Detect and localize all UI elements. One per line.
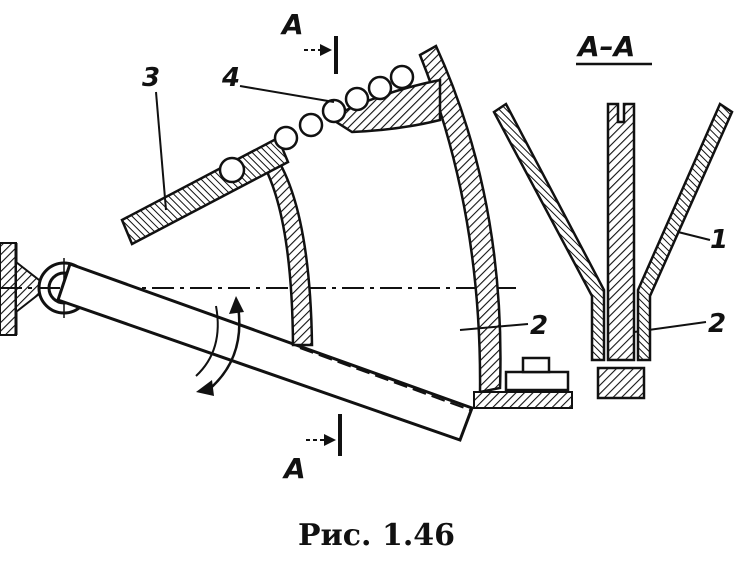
rotation-arrow	[195, 296, 244, 396]
section-marker-top: A	[280, 8, 338, 74]
section-right-wing	[636, 102, 734, 362]
bottom-stop	[473, 356, 573, 409]
part-label-4: 4	[221, 63, 240, 93]
section-label-bottom: A	[282, 452, 306, 485]
section-base	[596, 366, 646, 400]
swing-arm	[56, 262, 474, 442]
figure-caption: Рис. 1.46	[297, 518, 456, 553]
section-left-wing	[492, 102, 606, 362]
section-view-title: A–A	[576, 30, 635, 63]
section-label-top: A	[280, 8, 304, 41]
ball-row	[218, 64, 415, 184]
part-label-2-section: 2	[708, 309, 726, 339]
part-label-1-section: 1	[710, 225, 728, 255]
feed-chute	[120, 136, 290, 246]
part-label-3: 3	[142, 63, 160, 93]
inner-curved-guide	[260, 145, 314, 347]
part-label-2-main: 2	[530, 311, 548, 341]
section-center-plate	[606, 102, 636, 362]
section-view-aa: A–A 1 2	[492, 30, 734, 400]
section-marker-bottom: A	[282, 414, 342, 485]
outer-curved-plate	[418, 44, 502, 394]
